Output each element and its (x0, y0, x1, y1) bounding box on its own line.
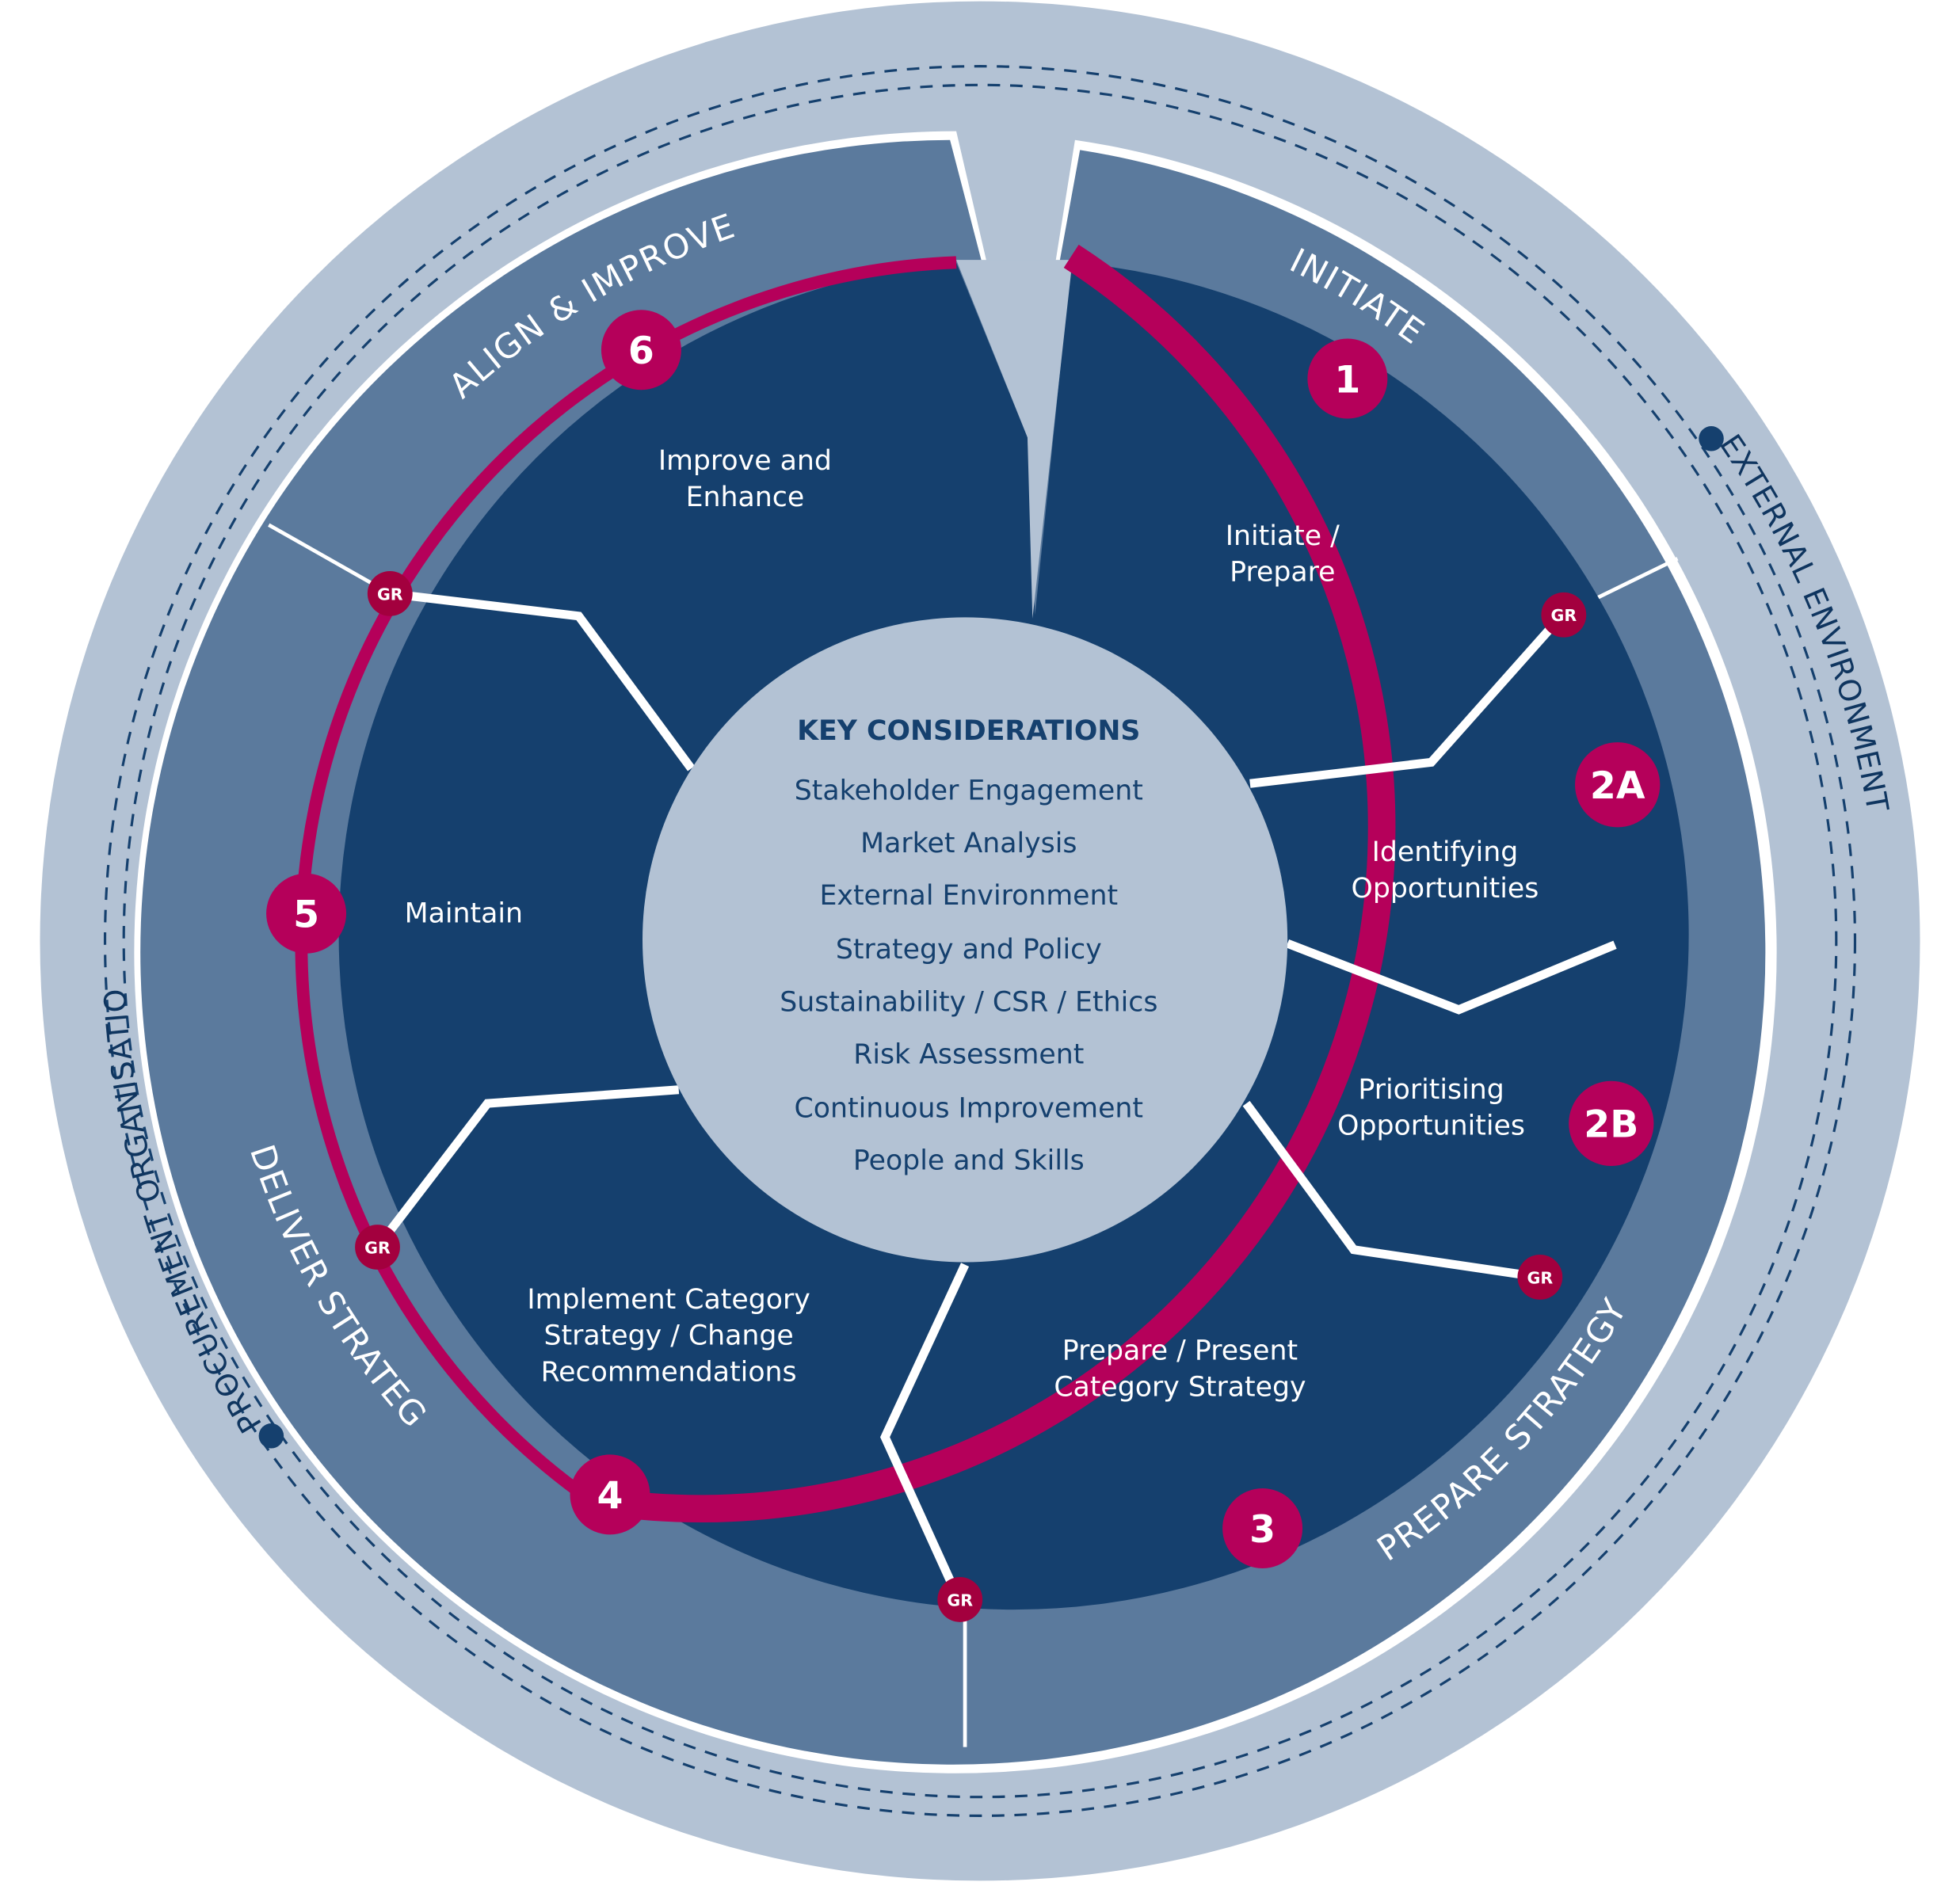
svg-text:2B: 2B (1584, 1103, 1638, 1147)
key-considerations-circle (642, 617, 1288, 1263)
dashed-line-outer (103, 65, 1857, 1817)
dashed-line-inner (122, 83, 1838, 1799)
svg-text:Strategy / Change: Strategy / Change (543, 1320, 793, 1352)
svg-text:5: 5 (293, 893, 319, 937)
stage-divider-3-4 (880, 1263, 970, 1604)
svg-text:Improve and: Improve and (658, 445, 832, 477)
info-icon (1699, 425, 1724, 451)
info-icon (258, 1423, 284, 1449)
svg-text:3: 3 (1249, 1508, 1276, 1552)
svg-text:6: 6 (628, 330, 654, 373)
gate-review-badge[interactable]: GR (1541, 592, 1587, 638)
key-consideration-item: Strategy and Policy (836, 934, 1102, 966)
top-notch (956, 260, 1073, 619)
svg-text:Maintain: Maintain (405, 897, 523, 929)
gate-review-badge[interactable]: GR (367, 571, 413, 616)
cycle-ring-thin (295, 256, 957, 1505)
svg-text:GR: GR (364, 1238, 391, 1257)
svg-text:Prepare: Prepare (1230, 557, 1335, 589)
key-consideration-item: People and Skills (853, 1145, 1085, 1177)
cycle-ring-thick (587, 244, 1396, 1522)
svg-text:Initiate /: Initiate / (1226, 520, 1340, 552)
stage-divider-2b-3 (1242, 1100, 1541, 1282)
svg-text:Opportunities: Opportunities (1352, 873, 1539, 905)
key-consideration-item: Risk Assessment (853, 1039, 1084, 1071)
stage-divider-4-5 (374, 1085, 680, 1250)
svg-text:1: 1 (1334, 358, 1360, 402)
svg-text:Prioritising: Prioritising (1358, 1074, 1504, 1106)
stage-badge-1[interactable]: 1 (1307, 338, 1388, 419)
key-consideration-item: Sustainability / CSR / Ethics (780, 986, 1157, 1018)
svg-text:2A: 2A (1590, 764, 1645, 808)
svg-text:Category Strategy: Category Strategy (1054, 1371, 1306, 1403)
key-consideration-item: Continuous Improvement (795, 1092, 1144, 1124)
stage-badge-3[interactable]: 3 (1222, 1488, 1303, 1568)
stage-badge-5[interactable]: 5 (266, 873, 347, 954)
stage-text-1: Initiate / Prepare (1226, 520, 1340, 589)
svg-text:Implement Category: Implement Category (527, 1284, 810, 1316)
svg-text:GR: GR (1551, 606, 1577, 625)
stage-badge-2b[interactable]: 2B (1569, 1080, 1654, 1166)
gate-review-badge[interactable]: GR (937, 1577, 983, 1622)
gate-review-badge[interactable]: GR (1517, 1255, 1563, 1300)
svg-text:4: 4 (597, 1474, 623, 1518)
svg-text:GR: GR (1527, 1268, 1554, 1287)
key-consideration-item: External Environment (819, 880, 1118, 912)
svg-text:GR: GR (377, 585, 403, 604)
key-consideration-item: Market Analysis (860, 828, 1077, 859)
key-consideration-item: Stakeholder Engagement (795, 775, 1143, 807)
stage-badge-4[interactable]: 4 (570, 1454, 650, 1535)
stage-badge-2a[interactable]: 2A (1575, 742, 1661, 828)
stage-divider-2a-2b (1286, 939, 1617, 1015)
svg-text:Enhance: Enhance (686, 482, 805, 513)
stage-text-5: Maintain (405, 897, 523, 929)
svg-text:GR: GR (947, 1591, 973, 1610)
stage-divider-1-2a (1249, 611, 1566, 788)
phase-divider-deliver-align (268, 523, 391, 596)
svg-text:Opportunities: Opportunities (1337, 1111, 1525, 1142)
svg-text:Prepare / Present: Prepare / Present (1062, 1335, 1298, 1367)
stage-divider-5-6 (389, 589, 695, 771)
gate-review-badge[interactable]: GR (355, 1225, 400, 1270)
key-considerations-title: KEY CONSIDERATIONS (797, 715, 1140, 747)
stage-badge-6[interactable]: 6 (601, 310, 681, 390)
svg-text:Identifying: Identifying (1372, 836, 1519, 868)
svg-text:Recommendations: Recommendations (541, 1356, 797, 1388)
